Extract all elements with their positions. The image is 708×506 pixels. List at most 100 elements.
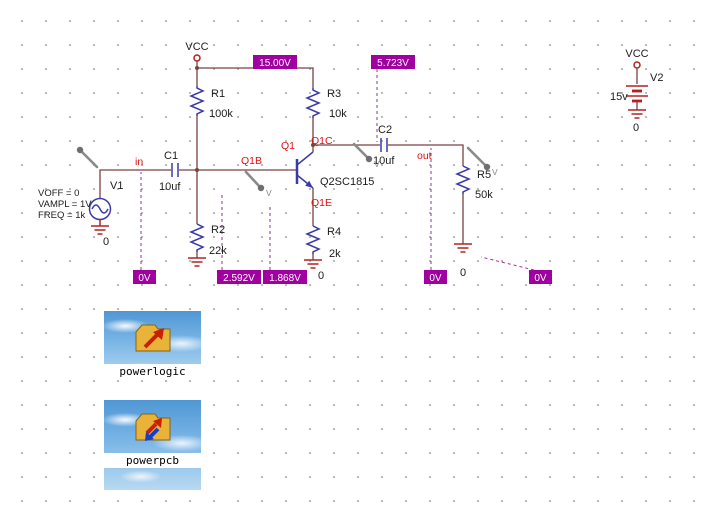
probe-pin — [79, 149, 99, 169]
probe-q1c[interactable]: V — [352, 142, 380, 169]
junction-dot — [195, 168, 199, 172]
bias-label-emitter[interactable]: 1.868V — [263, 270, 307, 284]
resistor-r4[interactable]: R4 2k — [305, 225, 341, 260]
powerlogic-label: powerlogic — [104, 364, 201, 379]
bias-value-input: 0V — [138, 273, 151, 284]
bias-box — [217, 270, 261, 284]
resistor-body — [305, 225, 321, 254]
ground-r4-net-label: 0 — [318, 270, 324, 282]
resistor-r3-ref: R3 — [327, 88, 341, 100]
bias-box — [424, 270, 447, 284]
icon-powerpcb[interactable]: powerpcb — [104, 400, 201, 490]
wire-c2-to-r5[interactable] — [388, 144, 464, 166]
bias-label-output[interactable]: 0V — [424, 270, 447, 284]
bias-value-base: 2.592V — [223, 273, 255, 284]
source-v2-ref[interactable]: V2 — [650, 72, 663, 84]
bias-box — [371, 55, 415, 69]
probe-v-label: V — [492, 167, 498, 177]
bias-box — [529, 270, 552, 284]
resistor-r1-ref: R1 — [211, 88, 225, 100]
ground-r2[interactable] — [188, 257, 206, 267]
powerlogic-folder-icon — [135, 324, 170, 352]
resistor-body — [189, 86, 205, 116]
resistor-r1[interactable]: R1 100k — [189, 86, 233, 120]
resistor-r2[interactable]: R2 22k — [189, 223, 227, 257]
resistor-r3[interactable]: R3 10k — [305, 88, 347, 120]
junction-dot — [195, 66, 199, 70]
emitter-arrow-icon — [305, 180, 313, 188]
probe-v-label: V — [374, 159, 380, 169]
probe-pin — [466, 146, 488, 168]
junction-dot — [311, 143, 315, 147]
probe-pin — [244, 170, 262, 189]
resistor-body — [189, 223, 205, 252]
v1-param-voff[interactable]: VOFF = 0 — [38, 188, 79, 199]
ground-v2[interactable] — [628, 109, 646, 119]
ground-r5[interactable] — [454, 243, 472, 253]
vcc-pin-icon — [633, 61, 641, 69]
probe-head-icon — [76, 146, 84, 154]
wire-vcc-rail[interactable] — [197, 67, 314, 88]
probe-output[interactable]: V — [466, 146, 498, 177]
vcc-top-symbol[interactable]: VCC — [185, 41, 209, 62]
resistor-r2-ref: R2 — [211, 224, 225, 236]
source-v2-battery[interactable] — [626, 85, 648, 103]
net-label-q1c[interactable]: Q1C — [311, 135, 333, 147]
source-v1[interactable]: V1 — [88, 180, 124, 221]
capacitor-c2[interactable]: C2 10uf — [373, 124, 395, 167]
bias-label-base[interactable]: 2.592V — [217, 270, 261, 284]
bias-label-ground[interactable]: 0V — [529, 270, 552, 284]
resistor-body — [305, 88, 321, 118]
v1-param-vampl[interactable]: VAMPL = 1V — [38, 199, 92, 210]
probe-head-icon — [365, 155, 373, 163]
transistor-q1-ref: Q1 — [281, 140, 295, 152]
sine-wave-icon — [91, 204, 109, 214]
net-label-in[interactable]: in — [135, 156, 143, 168]
bias-value-emitter: 1.868V — [269, 273, 301, 284]
source-v1-ref: V1 — [110, 180, 123, 192]
powerpcb-label: powerpcb — [104, 453, 201, 468]
capacitor-c2-value: 10uf — [373, 155, 395, 167]
ground-r5-net-label: 0 — [460, 267, 466, 279]
bias-value-output: 0V — [429, 273, 442, 284]
resistor-r5-ref: R5 — [477, 169, 491, 181]
ground-v1[interactable] — [91, 219, 109, 235]
ground-v1-net-label: 0 — [103, 236, 109, 248]
probe-input[interactable] — [76, 146, 99, 169]
capacitor-c1[interactable]: C1 10uf — [159, 150, 181, 193]
source-v2-value[interactable]: 15v — [610, 91, 628, 103]
powerpcb-icon-image — [104, 400, 201, 490]
ground-r4[interactable] — [304, 259, 322, 269]
probe-v-label: V — [266, 188, 272, 198]
bias-box — [263, 270, 307, 284]
bias-label-collector[interactable]: 5.723V — [371, 55, 415, 69]
transistor-q1[interactable]: Q1 Q2SC1815 — [281, 140, 374, 189]
bias-box — [253, 55, 297, 69]
transistor-collector-lead — [296, 151, 314, 166]
resistor-r4-ref: R4 — [327, 226, 341, 238]
wire-v1-to-c1[interactable] — [99, 169, 171, 198]
icon-powerlogic[interactable]: powerlogic — [104, 311, 201, 379]
net-label-out[interactable]: out — [417, 150, 432, 162]
resistor-r1-value: 100k — [209, 108, 233, 120]
net-label-q1e[interactable]: Q1E — [311, 197, 332, 209]
probe-q1b[interactable]: V — [244, 170, 272, 198]
bias-label-rail[interactable]: 15.00V — [253, 55, 297, 69]
bias-value-ground: 0V — [534, 273, 547, 284]
v1-param-freq[interactable]: FREQ = 1k — [38, 210, 85, 221]
bias-box — [133, 270, 156, 284]
vcc-pin-icon — [193, 54, 201, 62]
resistor-r5[interactable]: R5 50k — [455, 165, 493, 201]
probe-pin — [352, 142, 370, 160]
capacitor-c2-ref: C2 — [378, 124, 392, 136]
bias-value-collector: 5.723V — [377, 58, 409, 69]
capacitor-c1-ref: C1 — [164, 150, 178, 162]
net-label-q1b[interactable]: Q1B — [241, 155, 262, 167]
ground-v2-net-label: 0 — [633, 122, 639, 134]
powerpcb-folder-icon — [135, 413, 170, 441]
resistor-r4-value: 2k — [329, 248, 341, 260]
vcc-right-symbol[interactable]: VCC — [625, 48, 649, 69]
bias-label-input[interactable]: 0V — [133, 270, 156, 284]
